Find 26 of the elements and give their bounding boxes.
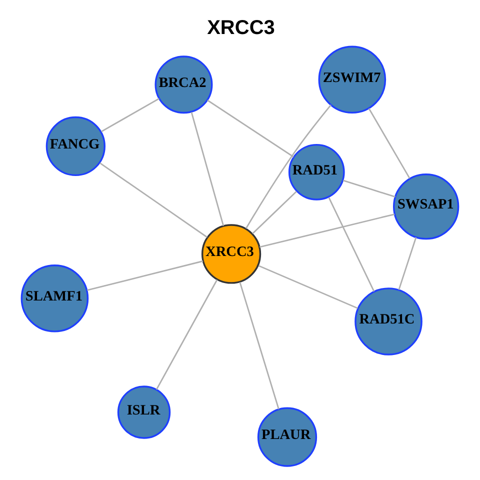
connector	[156, 279, 218, 390]
connector	[252, 191, 297, 234]
connector	[87, 260, 204, 291]
connector	[100, 98, 160, 132]
connector	[259, 214, 395, 248]
node-circle: ISLR	[117, 386, 171, 439]
node-circle: ZSWIM7	[318, 46, 386, 114]
node-circle: RAD51	[288, 144, 345, 200]
connector	[239, 282, 280, 410]
connector	[207, 100, 294, 158]
node-circle: SLAMF1	[20, 264, 89, 332]
connector	[190, 112, 224, 226]
connector	[368, 108, 410, 179]
node-circle: BRCA2	[154, 56, 213, 114]
connector	[328, 197, 375, 292]
node-circle: RAD51C	[354, 288, 422, 356]
node-circle: PLAUR	[257, 407, 318, 467]
connector	[258, 265, 358, 309]
node-circle: SWSAP1	[392, 173, 460, 240]
node-circle: XRCC3	[201, 224, 262, 284]
connector	[245, 104, 332, 229]
diagram-title: XRCC3	[207, 17, 275, 40]
connector	[100, 162, 208, 238]
connector	[342, 180, 396, 198]
connector	[398, 237, 417, 290]
node-circle: FANCG	[46, 116, 106, 176]
